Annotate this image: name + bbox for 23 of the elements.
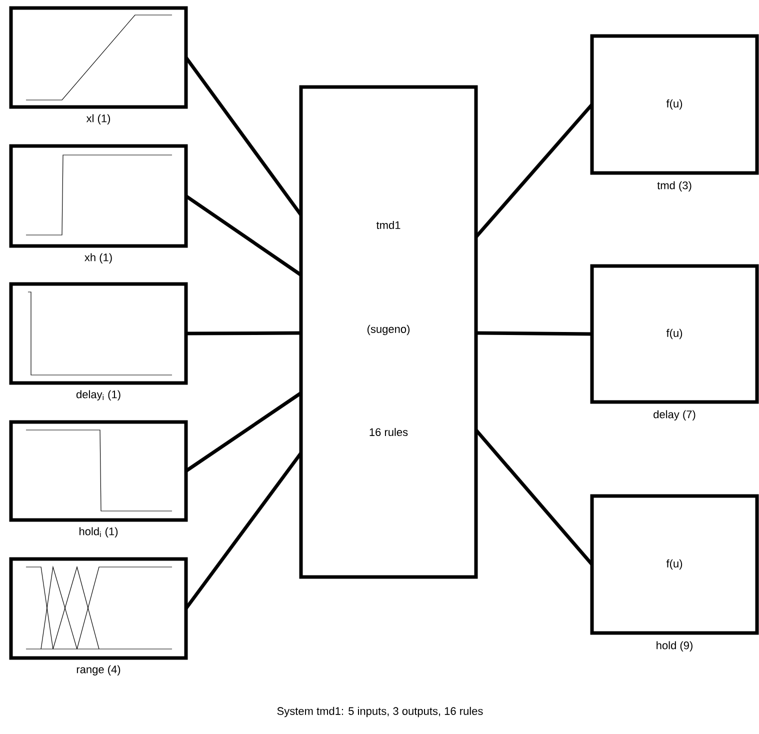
connector-line: [474, 428, 594, 566]
box-label: range (4): [76, 665, 120, 676]
connector-line: [186, 331, 302, 336]
connector-line: [184, 56, 302, 216]
box-text: f(u): [666, 99, 682, 110]
box-label: xh (1): [84, 253, 112, 264]
box-text: tmd1: [376, 220, 400, 230]
box-label: tmd (3): [657, 181, 692, 192]
connector-line: [474, 103, 594, 238]
box-label: hold (9): [656, 641, 692, 652]
box-label: delay$_{i}$ (1): [76, 390, 120, 400]
box-label: xl (1): [86, 114, 110, 124]
box-label: hold$_{i}$ (1): [80, 527, 118, 538]
box-text: 16 rules: [370, 428, 408, 436]
box-text: f(u): [666, 328, 682, 340]
connector-line: [184, 452, 302, 610]
connector-line: [185, 392, 302, 472]
box-text: (sugeno): [367, 324, 410, 336]
box-label: delay (7): [654, 410, 696, 420]
caption: System tmd1: 5 inputs, 3 outputs, 16 rules: [277, 706, 483, 718]
box-text: f(u): [666, 559, 682, 570]
connector-line: [476, 331, 592, 336]
connector-line: [185, 194, 302, 276]
